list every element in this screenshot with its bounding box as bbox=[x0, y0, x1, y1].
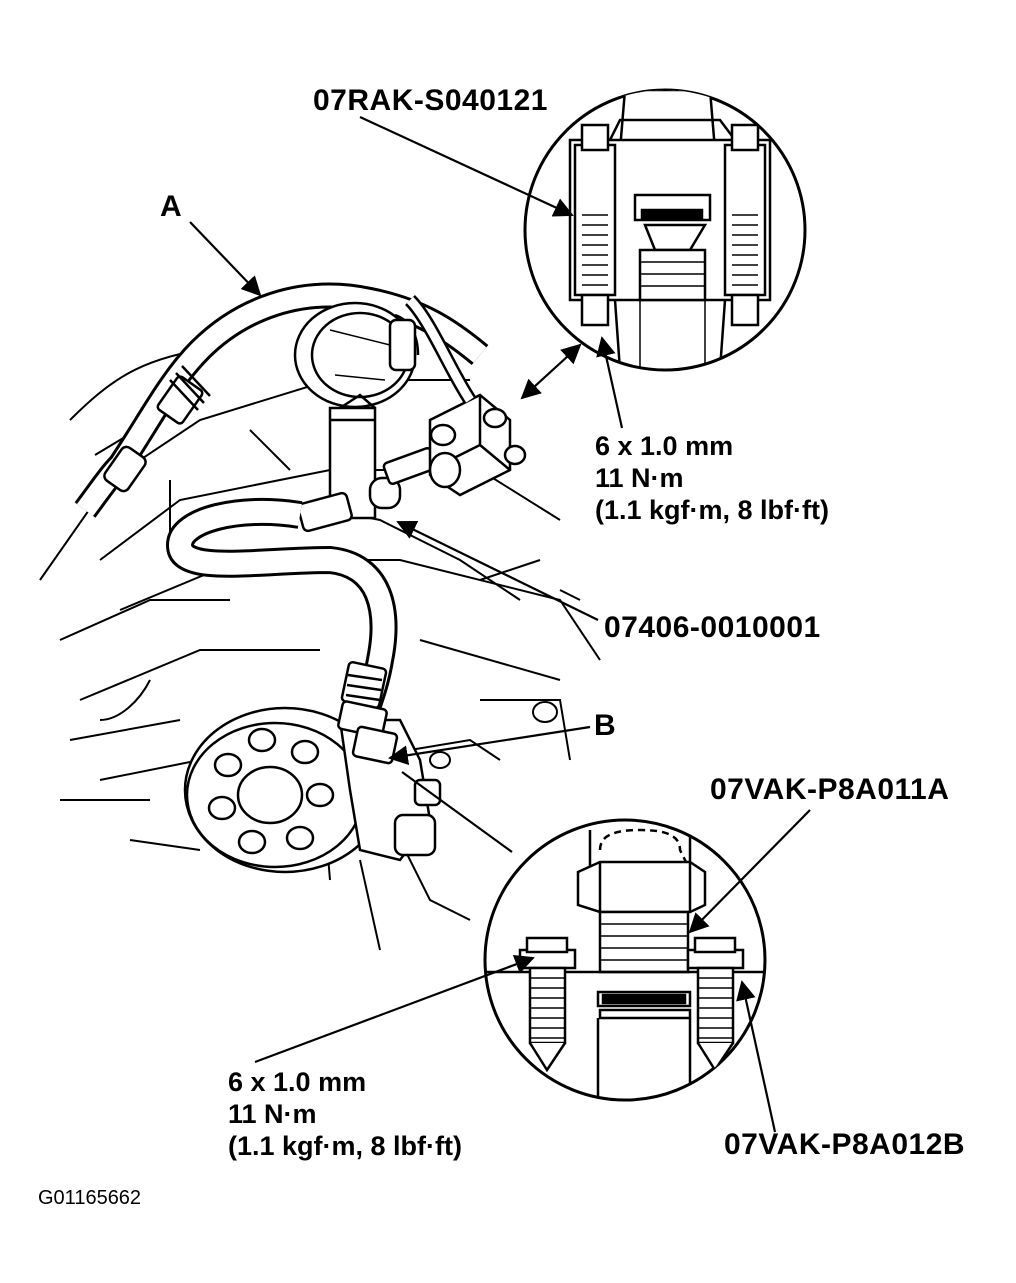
hose-a-fitting bbox=[103, 365, 211, 493]
leader-07406 bbox=[396, 520, 599, 621]
tool-label-07406: 07406-0010001 bbox=[604, 611, 821, 644]
spec-top-torque: 11 N·m bbox=[595, 463, 684, 493]
leader-07vak-b bbox=[736, 980, 777, 1133]
leader-b bbox=[388, 725, 591, 766]
detail-circle-bottom bbox=[483, 818, 767, 1102]
label-b: B bbox=[594, 709, 617, 742]
leader-a bbox=[189, 221, 262, 297]
spec-top-thread: 6 x 1.0 mm bbox=[595, 431, 734, 461]
tool-label-07vak-b: 07VAK-P8A012B bbox=[724, 1128, 966, 1161]
leader-bottom-spec bbox=[254, 954, 535, 1064]
leader-detail-top bbox=[520, 343, 582, 400]
tool-label-07vak-a: 07VAK-P8A011A bbox=[710, 773, 950, 806]
leader-07rak bbox=[359, 116, 574, 217]
leader-07vak-a bbox=[688, 809, 811, 934]
detail-circle-top bbox=[523, 88, 807, 372]
leader-top-spec bbox=[596, 336, 624, 429]
hose-a bbox=[74, 282, 489, 518]
pressure-gauge bbox=[293, 301, 438, 533]
engine-background bbox=[39, 349, 601, 951]
lower-hose bbox=[165, 497, 398, 734]
figure-id: G01165662 bbox=[38, 1187, 142, 1209]
leader-detail-bottom bbox=[401, 771, 513, 853]
spec-bottom-torque-alt: (1.1 kgf·m, 8 lbf·ft) bbox=[228, 1131, 462, 1161]
spec-top-torque-alt: (1.1 kgf·m, 8 lbf·ft) bbox=[595, 495, 829, 525]
spec-bottom-torque: 11 N·m bbox=[228, 1099, 317, 1129]
spec-top: 6 x 1.0 mm 11 N·m (1.1 kgf·m, 8 lbf·ft) bbox=[595, 430, 829, 526]
tool-label-07rak: 07RAK-S040121 bbox=[313, 84, 548, 117]
spec-bottom-thread: 6 x 1.0 mm bbox=[228, 1067, 367, 1097]
pulley bbox=[183, 706, 387, 874]
label-a: A bbox=[160, 190, 183, 223]
leader-lines bbox=[189, 116, 811, 1133]
shutoff-valve bbox=[404, 295, 527, 497]
spec-bottom: 6 x 1.0 mm 11 N·m (1.1 kgf·m, 8 lbf·ft) bbox=[228, 1066, 462, 1162]
